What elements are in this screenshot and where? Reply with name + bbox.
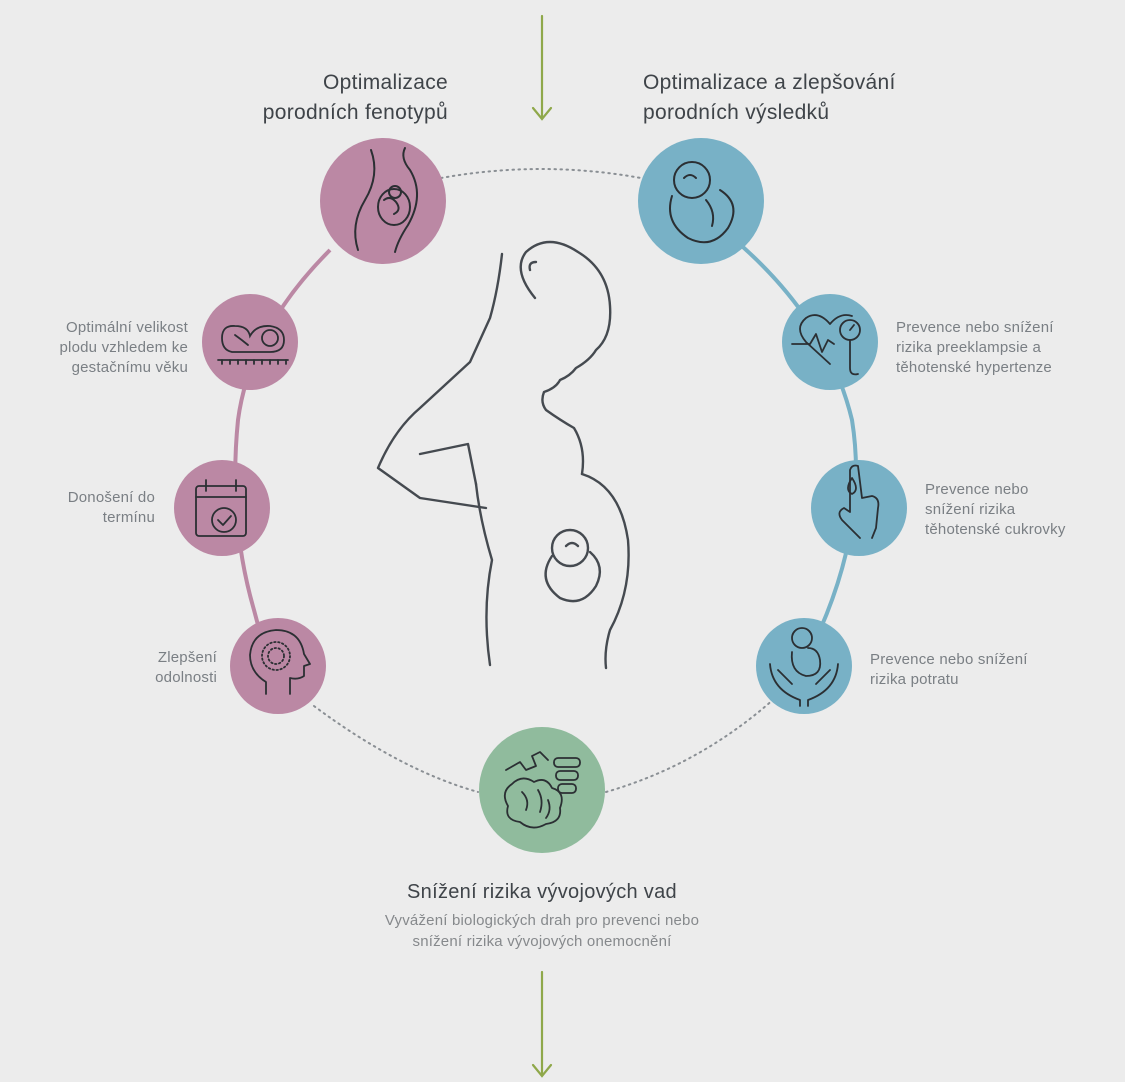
- label-term-delivery: Donošení do termínu: [0, 488, 155, 528]
- arrow-top: [533, 16, 551, 119]
- label-fetal-size-line-3: gestačnímu věku: [0, 358, 188, 378]
- label-fetal-size-line-1: Optimální velikost: [0, 318, 188, 338]
- head-resilience-circle: [230, 618, 326, 714]
- label-resilience: Zlepšení odolnosti: [0, 648, 217, 688]
- bottom-title: Snížení rizika vývojových vad: [292, 878, 792, 906]
- pregnant-belly-circle: [320, 138, 446, 264]
- heading-phenotypes: Optimalizace porodních fenotypů: [148, 68, 448, 128]
- fetus-circle: [638, 138, 764, 264]
- label-preeclampsia-line-2: rizika preeklampsie a: [896, 338, 1122, 358]
- dotted-arc-top: [441, 169, 641, 178]
- label-resilience-line-2: odolnosti: [0, 668, 217, 688]
- label-preeclampsia: Prevence nebo snížení rizika preeklampsi…: [896, 318, 1122, 378]
- ring: [235, 169, 856, 792]
- dotted-arc-bottom-right: [606, 698, 775, 792]
- label-fetal-size-line-2: plodu vzhledem ke: [0, 338, 188, 358]
- brain-puzzle-spine-circle: [479, 727, 605, 853]
- label-gestational-diabetes-line-1: Prevence nebo: [925, 480, 1123, 500]
- label-term-delivery-line-1: Donošení do: [0, 488, 155, 508]
- finger-drop-circle: [811, 460, 907, 556]
- hands-fetus-circle: [756, 618, 852, 714]
- label-gestational-diabetes: Prevence nebo snížení rizika těhotenské …: [925, 480, 1123, 540]
- heading-outcomes-line-1: Optimalizace a zlepšování: [643, 68, 983, 98]
- label-miscarriage-line-2: rizika potratu: [870, 670, 1100, 690]
- heading-phenotypes-line-1: Optimalizace: [148, 68, 448, 98]
- heading-outcomes: Optimalizace a zlepšování porodních výsl…: [643, 68, 983, 128]
- label-resilience-line-1: Zlepšení: [0, 648, 217, 668]
- label-fetal-size: Optimální velikost plodu vzhledem ke ges…: [0, 318, 188, 378]
- bottom-description-line-1: Vyvážení biologických drah pro prevenci …: [292, 910, 792, 931]
- calendar-check-circle: [174, 460, 270, 556]
- heart-monitor-circle: [782, 294, 878, 390]
- fetus-measure-circle: [202, 294, 298, 390]
- label-gestational-diabetes-line-3: těhotenské cukrovky: [925, 520, 1123, 540]
- heading-phenotypes-line-2: porodních fenotypů: [148, 98, 448, 128]
- heading-outcomes-line-2: porodních výsledků: [643, 98, 983, 128]
- arrow-bottom: [533, 972, 551, 1076]
- bottom-caption: Snížení rizika vývojových vad Vyvážení b…: [292, 878, 792, 952]
- pregnant-woman-illustration: [378, 242, 629, 668]
- label-preeclampsia-line-3: těhotenské hypertenze: [896, 358, 1122, 378]
- label-preeclampsia-line-1: Prevence nebo snížení: [896, 318, 1122, 338]
- label-gestational-diabetes-line-2: snížení rizika: [925, 500, 1123, 520]
- label-term-delivery-line-2: termínu: [0, 508, 155, 528]
- label-miscarriage-line-1: Prevence nebo snížení: [870, 650, 1100, 670]
- bottom-description-line-2: snížení rizika vývojových onemocnění: [292, 931, 792, 952]
- label-miscarriage: Prevence nebo snížení rizika potratu: [870, 650, 1100, 690]
- dotted-arc-bottom-left: [314, 706, 478, 792]
